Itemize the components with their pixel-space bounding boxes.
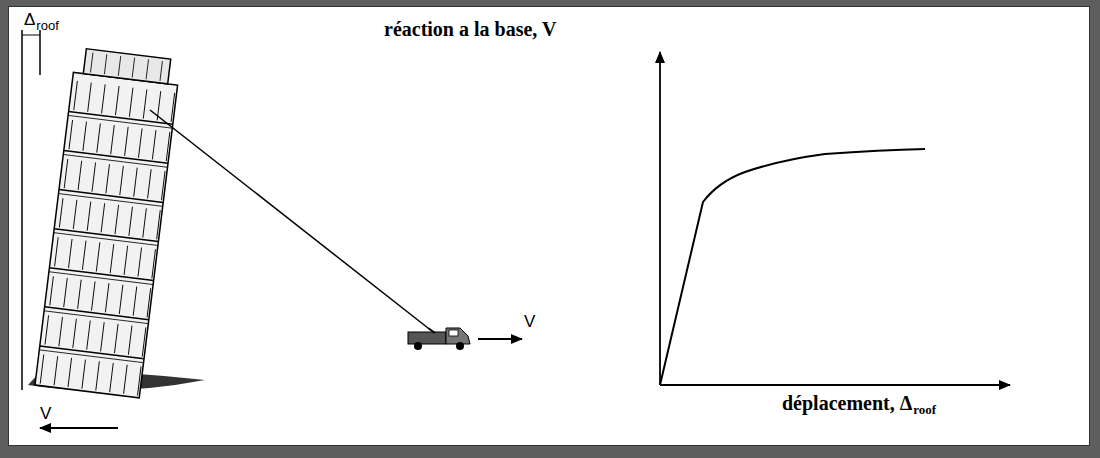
pushover-curve	[660, 149, 925, 385]
tower-stroke	[106, 164, 110, 193]
tower-stroke	[74, 81, 78, 110]
tower-stroke	[44, 311, 148, 324]
tower-stroke	[143, 89, 147, 118]
tower-stroke	[73, 200, 77, 229]
tower-stroke	[104, 54, 106, 74]
tower-stroke	[161, 171, 165, 200]
tower-stroke	[63, 154, 167, 167]
tower-stroke	[59, 317, 63, 346]
cable	[150, 110, 428, 328]
tower-stroke	[119, 285, 123, 314]
tower-stroke	[166, 132, 170, 161]
tower-stroke	[68, 358, 72, 387]
tower-stroke	[124, 365, 128, 394]
label: réaction a la base, V	[384, 18, 556, 41]
tower-stroke	[87, 321, 91, 350]
tower-stroke	[129, 207, 133, 236]
tower-stroke	[83, 122, 87, 151]
tower-stroke	[82, 241, 86, 270]
tower-stroke	[110, 244, 114, 273]
tower-stroke	[138, 247, 142, 276]
tower-stroke	[132, 58, 134, 78]
y-axis	[659, 52, 661, 385]
leaning-tower	[35, 48, 181, 398]
tower-stroke	[152, 249, 156, 278]
tower-stroke	[114, 324, 118, 353]
tower-stroke	[118, 56, 120, 76]
tower-stroke	[133, 287, 137, 316]
tower-stroke	[49, 272, 153, 285]
tower-stroke	[110, 363, 114, 392]
truck	[408, 328, 470, 350]
tower-stroke	[143, 208, 147, 237]
tower-stroke	[69, 120, 73, 149]
tower-stroke	[73, 319, 77, 348]
label: V	[40, 404, 51, 424]
tower-stroke	[134, 168, 138, 197]
tower-stroke	[115, 205, 119, 234]
tower-stroke	[160, 61, 162, 81]
tower-stroke	[64, 159, 68, 188]
tower-stroke	[115, 86, 119, 115]
label: roof	[913, 402, 936, 418]
tower-stroke	[129, 88, 133, 117]
tower-stroke	[96, 361, 100, 390]
tower-stroke	[78, 161, 82, 190]
tower-stroke	[124, 246, 128, 275]
tower-stroke	[171, 93, 175, 122]
tower-stroke	[111, 125, 115, 154]
label: Δ	[24, 10, 35, 30]
label: V	[524, 312, 535, 332]
tower-stroke	[137, 366, 141, 395]
tower-stroke	[92, 162, 96, 191]
tower-stroke	[120, 166, 124, 195]
reference-line	[21, 30, 23, 390]
tower-stroke	[68, 115, 172, 128]
tower-stroke	[97, 123, 101, 152]
tower-stroke	[59, 198, 63, 227]
tower-stroke	[148, 169, 152, 198]
label: déplacement, Δ	[782, 392, 912, 415]
tower-stroke	[87, 202, 91, 231]
x-axis	[660, 384, 1010, 386]
tower-stroke	[82, 360, 86, 389]
force-arrow	[40, 427, 118, 429]
tower-stroke	[91, 53, 93, 73]
tower-stroke	[101, 203, 105, 232]
tower-stroke	[105, 283, 109, 312]
tower-stroke	[39, 350, 143, 363]
tower-stroke	[54, 356, 58, 385]
tower-stroke	[125, 127, 129, 156]
label: roof	[36, 18, 58, 33]
tower-stroke	[91, 281, 95, 310]
tower-stroke	[68, 239, 72, 268]
tower-stroke	[59, 194, 163, 207]
tower-stroke	[138, 129, 142, 158]
tower-stroke	[54, 233, 158, 246]
dimension-line	[22, 35, 40, 36]
tower-stroke	[146, 59, 148, 79]
tower-stroke	[55, 237, 59, 266]
tower-stroke	[50, 276, 54, 305]
tower-stroke	[78, 280, 82, 309]
tower-stroke	[88, 83, 92, 112]
tower-stroke	[152, 130, 156, 159]
tower-stroke	[142, 327, 146, 356]
force-arrow	[478, 338, 522, 340]
tower-stroke	[64, 278, 68, 307]
tower-stroke	[102, 84, 106, 113]
tower-stroke	[40, 354, 44, 383]
tower-stroke	[96, 242, 100, 271]
tower-stroke	[147, 288, 151, 317]
tower-stroke	[128, 326, 132, 355]
tower-stroke	[45, 315, 49, 344]
reference-line	[39, 30, 41, 75]
tower-stroke	[101, 322, 105, 351]
tower-stroke	[157, 210, 161, 239]
